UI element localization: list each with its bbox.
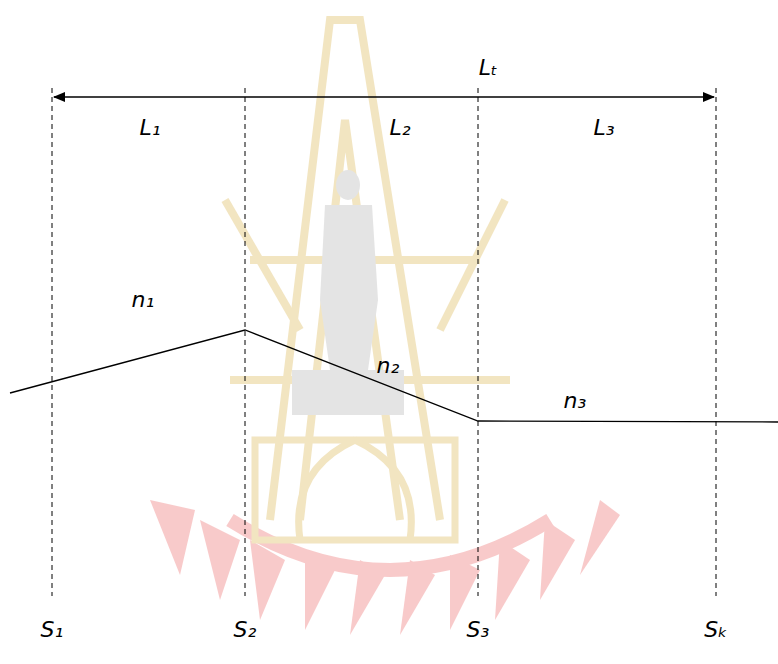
dimension-label: L₁	[139, 116, 160, 140]
section-label: S₁	[41, 618, 64, 642]
section-label: Sₖ	[704, 618, 727, 642]
section-label: S₃	[467, 618, 490, 642]
dimension-line	[54, 96, 714, 98]
section-label: S₂	[234, 618, 257, 642]
dimension-label: L₃	[593, 116, 614, 140]
slope-label: n₂	[377, 354, 400, 378]
dimension-label: Lₜ	[479, 56, 498, 80]
slope-label: n₃	[564, 389, 587, 413]
section-lines	[52, 88, 716, 596]
dimension-label: L₂	[389, 116, 410, 140]
slope-label: n₁	[132, 288, 155, 312]
profile-line	[10, 330, 778, 422]
